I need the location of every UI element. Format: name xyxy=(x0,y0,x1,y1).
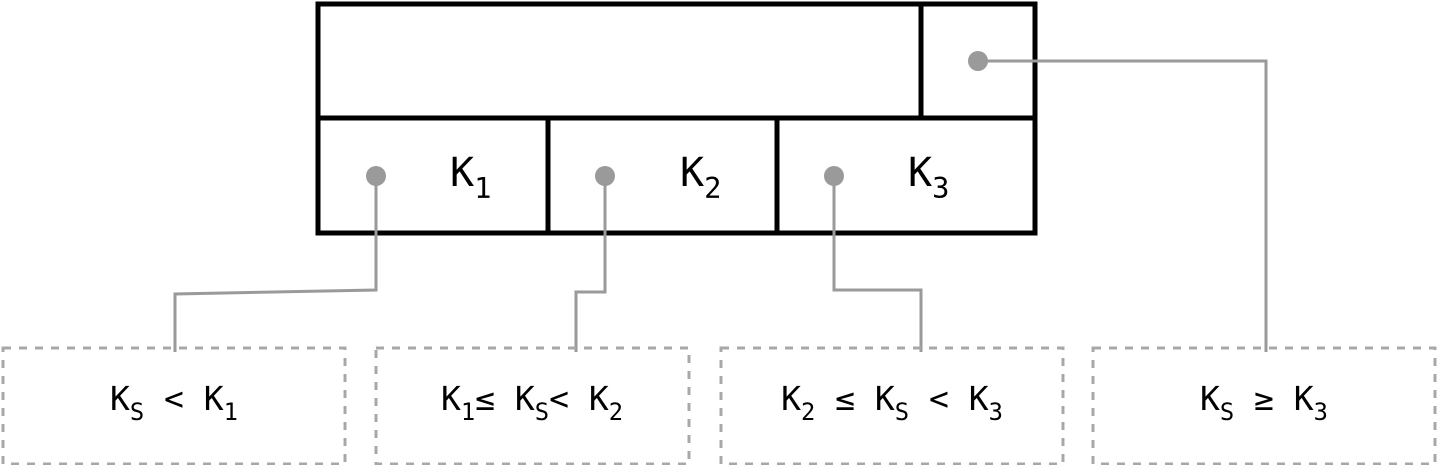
pointer-link-1 xyxy=(173,176,378,352)
child-range-box-3 xyxy=(719,346,1065,465)
condition-term: K xyxy=(1294,379,1314,418)
condition-term: ≤ xyxy=(815,379,875,418)
condition-term: K xyxy=(204,379,224,418)
condition-subscript: 3 xyxy=(989,398,1003,426)
condition-term: K xyxy=(515,379,535,418)
condition-term: ≤ xyxy=(475,379,515,418)
pointer-dot-1 xyxy=(366,166,386,186)
condition-subscript: S xyxy=(535,398,549,426)
pointer-link-3 xyxy=(832,176,923,352)
pointer-dot-2 xyxy=(595,166,615,186)
condition-subscript: S xyxy=(1220,398,1234,426)
child-range-condition-4: KS​ ≥ K3​ xyxy=(1200,379,1328,426)
condition-subscript: 3 xyxy=(1314,398,1328,426)
child-range-condition-1: KS​ < K1​ xyxy=(110,379,238,426)
child-range-condition-3: K2​ ≤ KS​ < K3​ xyxy=(781,379,1003,426)
pointer-dots xyxy=(366,51,988,186)
node-keys: K1 K2 K3 xyxy=(450,150,949,205)
child-ranges: KS​ < K1​ K1​≤ KS​< K2​ K2​ ≤ KS​ < K3​ … xyxy=(1,346,1437,465)
pointer-dot-next xyxy=(968,51,988,71)
child-range-box-2 xyxy=(374,346,691,465)
condition-term: K xyxy=(969,379,989,418)
condition-subscript: 1 xyxy=(461,398,475,426)
child-range-box-1 xyxy=(1,346,347,465)
key-label-2: K2 xyxy=(680,150,721,205)
condition-term: K xyxy=(110,379,130,418)
btree-node xyxy=(315,1,1038,236)
condition-subscript: 2 xyxy=(801,398,815,426)
pointer-link-next xyxy=(978,59,1268,352)
pointer-link-2 xyxy=(574,176,607,352)
condition-term: < xyxy=(144,379,204,418)
condition-term: K xyxy=(441,379,461,418)
condition-subscript: 2 xyxy=(609,398,623,426)
condition-subscript: S xyxy=(130,398,144,426)
key-label-3: K3 xyxy=(908,150,949,205)
condition-term: K xyxy=(781,379,801,418)
pointer-dot-3 xyxy=(824,166,844,186)
condition-term: K xyxy=(1200,379,1220,418)
condition-term: < xyxy=(909,379,969,418)
condition-term: < xyxy=(549,379,589,418)
condition-term: K xyxy=(875,379,895,418)
child-range-box-4 xyxy=(1091,346,1437,465)
condition-term: ≥ xyxy=(1234,379,1294,418)
condition-subscript: S xyxy=(895,398,909,426)
child-range-condition-2: K1​≤ KS​< K2​ xyxy=(441,379,623,426)
key-label-1: K1 xyxy=(450,150,491,205)
condition-term: K xyxy=(589,379,609,418)
condition-subscript: 1 xyxy=(224,398,238,426)
pointer-links xyxy=(173,59,1268,352)
